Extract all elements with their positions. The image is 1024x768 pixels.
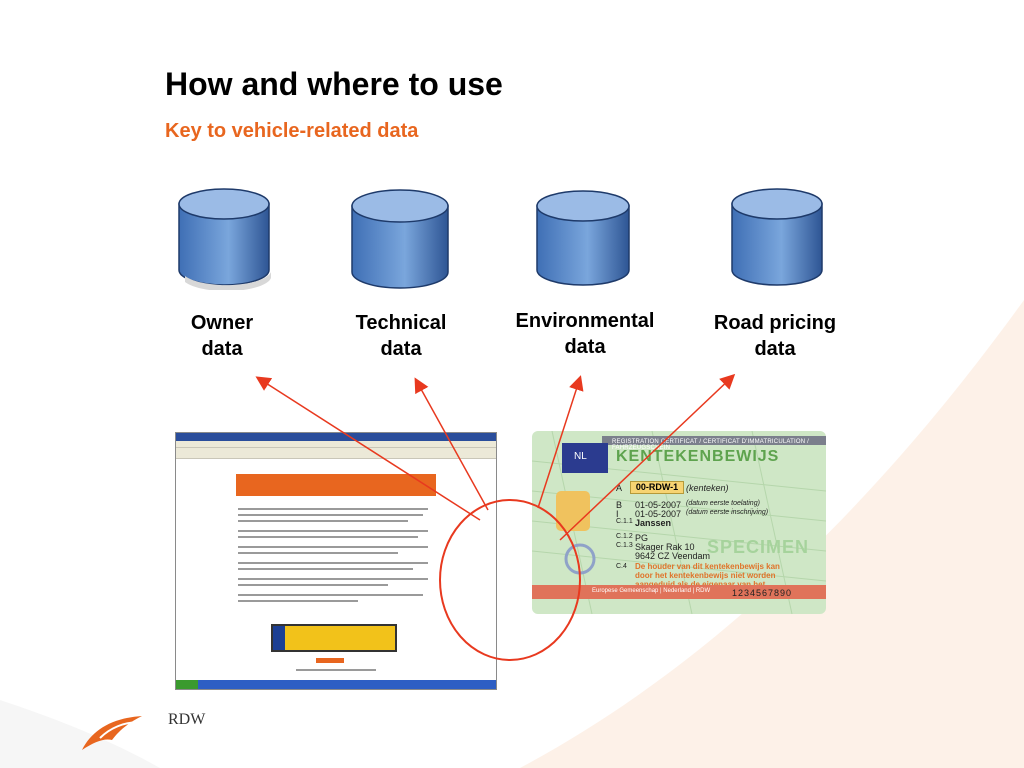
rdw-logo-icon (82, 716, 142, 750)
eu-flag-icon: NL (562, 443, 608, 473)
database-icon-road-pricing (731, 188, 823, 286)
database-icon-environmental (536, 190, 630, 286)
plate-value: 00-RDW-1 (630, 481, 684, 494)
row-c13-value2: 9642 CZ Veendam (635, 551, 711, 561)
row-c11-code: C.1.1 (616, 518, 633, 525)
specimen-watermark: SPECIMEN (707, 537, 810, 557)
database-icon-owner (178, 188, 271, 290)
plate-hint: (kenteken) (686, 483, 729, 493)
chip-icon (556, 491, 590, 531)
card-title: KENTEKENBEWIJS (616, 448, 780, 465)
row-c4-code: C.4 (616, 563, 627, 570)
row-c11-value: Janssen (635, 518, 672, 528)
road-pricing-data-label: Road pricing data (713, 312, 837, 360)
country-code: NL (574, 451, 587, 462)
database-icon-technical (351, 189, 449, 289)
website-screenshot (175, 432, 497, 690)
rdw-brand-text: RDW (168, 711, 206, 728)
row-i-hint: (datum eerste inschrijving) (686, 509, 769, 516)
card-serial: 1234567890 (732, 588, 793, 598)
row-b-hint: (datum eerste toelating) (686, 500, 760, 507)
owner-data-label: Owner data (190, 312, 254, 360)
page-title: How and where to use (165, 66, 503, 102)
row-c13-code: C.1.3 (616, 542, 633, 549)
row-c13-value: Skager Rak 10 (635, 542, 695, 552)
row-a-code: A (616, 483, 623, 493)
row-c12-code: C.1.2 (616, 533, 633, 540)
environmental-data-label: Environmental data (515, 310, 655, 358)
registration-certificate-card: REGISTRATION CERTIFICAT / CERTIFICAT D'I… (532, 431, 826, 614)
card-band-text: Europese Gemeenschap | Nederland | RDW (592, 588, 711, 594)
technical-data-label: Technical data (355, 312, 447, 360)
page-subtitle: Key to vehicle-related data (165, 120, 419, 142)
